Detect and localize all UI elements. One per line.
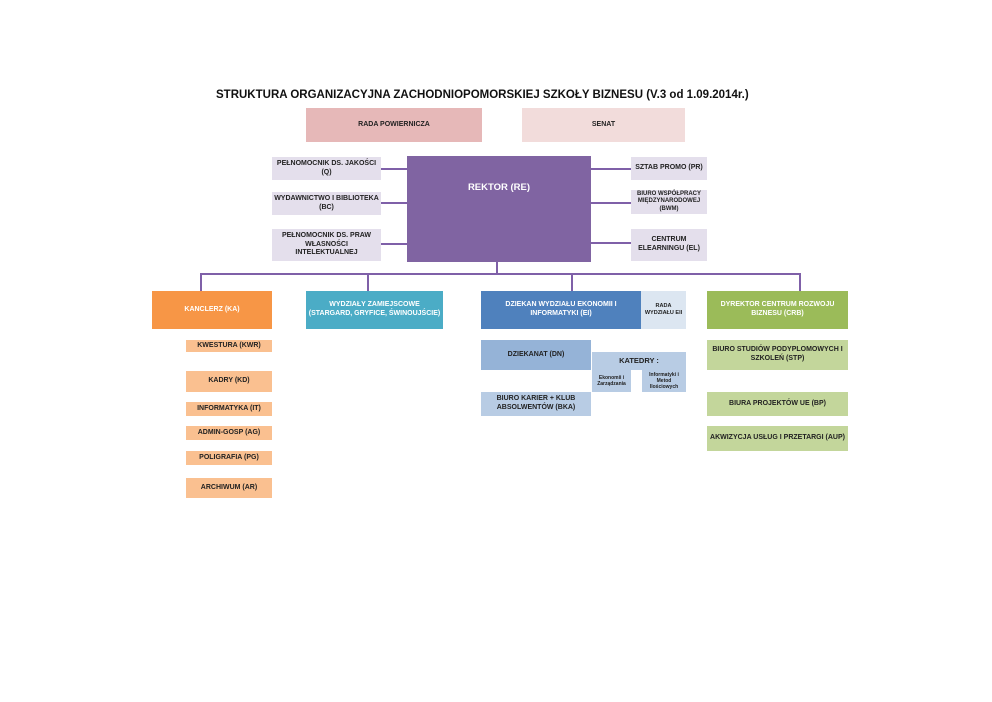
unit-el: CENTRUM ELEARNINGU (EL) (631, 229, 707, 261)
biuro-karier: BIURO KARIER + KLUB ABSOLWENTÓW (BKA) (481, 392, 591, 416)
unit-kwr: KWESTURA (KWR) (186, 340, 272, 352)
connector (591, 168, 631, 170)
unit-pr: SZTAB PROMO (PR) (631, 157, 707, 180)
connector (591, 202, 631, 204)
kanclerz: KANCLERZ (KA) (152, 291, 272, 329)
unit-bc: WYDAWNICTWO I BIBLIOTEKA (BC) (272, 192, 381, 215)
connector (381, 168, 407, 170)
rada-powiernicza: RADA POWIERNICZA (306, 108, 482, 142)
connector (381, 243, 407, 245)
unit-aup: AKWIZYCJA USŁUG I PRZETARGI (AUP) (707, 426, 848, 451)
unit-q: PEŁNOMOCNIK DS. JAKOŚCI (Q) (272, 157, 381, 180)
unit-kd: KADRY (KD) (186, 371, 272, 392)
connector (200, 273, 202, 291)
rada-wydzialu: RADA WYDZIAŁU EII (641, 291, 686, 329)
unit-bwm: BIURO WSPÓŁPRACY MIĘDZYNARODOWEJ (BWM) (631, 190, 707, 214)
unit-ag: ADMIN-GOSP (AG) (186, 426, 272, 440)
crb: DYREKTOR CENTRUM ROZWOJU BIZNESU (CRB) (707, 291, 848, 329)
katedra-ekonomii: Ekonomii i Zarządzania (592, 370, 631, 392)
connector (367, 273, 369, 291)
unit-stp: BIURO STUDIÓW PODYPLOMOWYCH I SZKOLEŃ (S… (707, 340, 848, 370)
connector (381, 202, 407, 204)
unit-bp: BIURA PROJEKTÓW UE (BP) (707, 392, 848, 416)
connector (200, 273, 801, 275)
unit-it: INFORMATYKA (IT) (186, 402, 272, 416)
unit-ar: ARCHIWUM (AR) (186, 478, 272, 498)
connector (496, 262, 498, 275)
dziekanat: DZIEKANAT (DN) (481, 340, 591, 370)
connector (571, 273, 573, 291)
katedra-informatyki: Informatyki i Metod Ilościowych (642, 370, 686, 392)
dziekan: DZIEKAN WYDZIAŁU EKONOMII I INFORMATYKI … (481, 291, 641, 329)
connector (799, 273, 801, 291)
wydzialy-zamiejscowe: WYDZIAŁY ZAMIEJSCOWE (STARGARD, GRYFICE,… (306, 291, 443, 329)
unit-pg: POLIGRAFIA (PG) (186, 451, 272, 465)
connector (591, 242, 631, 244)
katedry-header: KATEDRY : (592, 352, 686, 370)
unit-ip: PEŁNOMOCNIK DS. PRAW WŁASNOŚCI INTELEKTU… (272, 229, 381, 261)
chart-title: STRUKTURA ORGANIZACYJNA ZACHODNIOPOMORSK… (216, 89, 749, 101)
senat: SENAT (522, 108, 685, 142)
rektor: REKTOR (RE) (407, 156, 591, 262)
